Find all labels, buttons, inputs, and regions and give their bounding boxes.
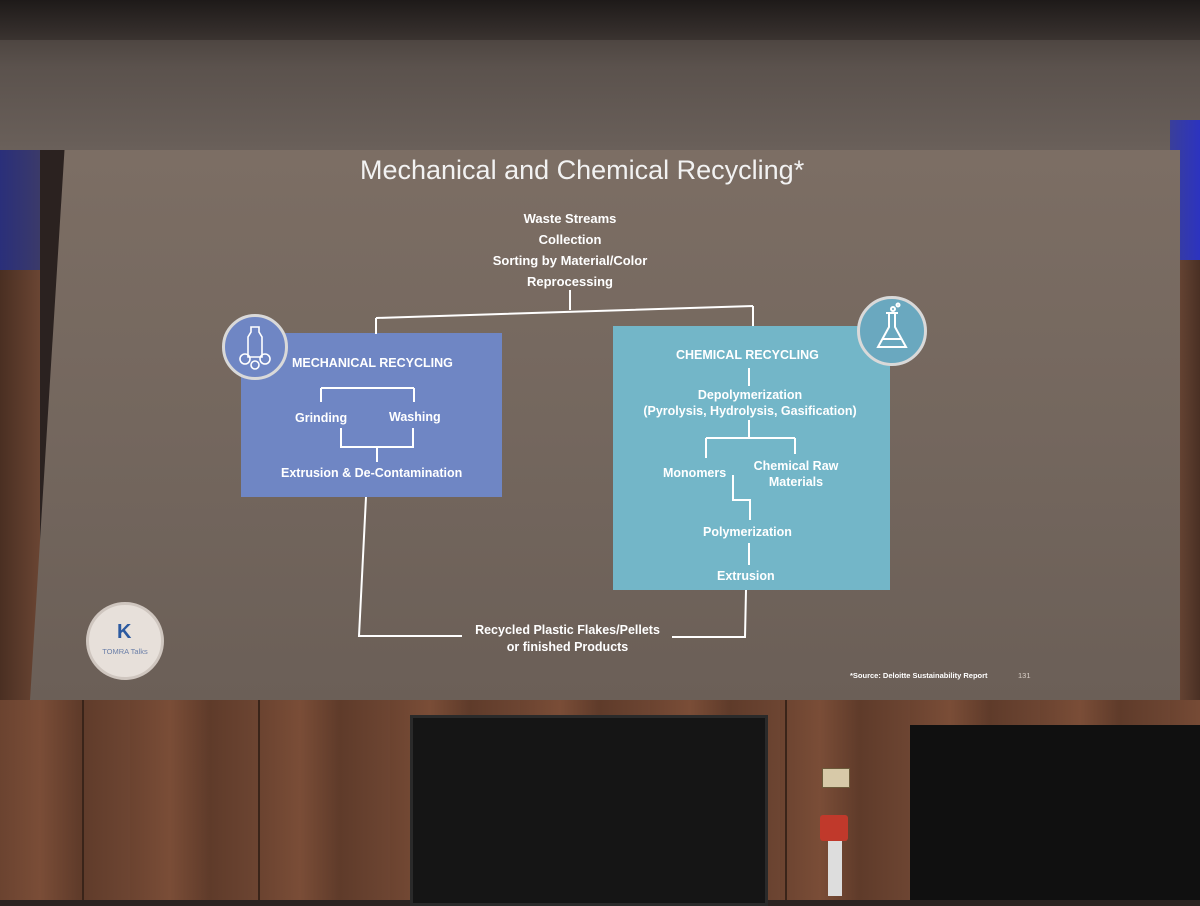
raw-materials-line2: Materials [768, 475, 824, 489]
chemical-step-depolymerization: Depolymerization (Pyrolysis, Hydrolysis,… [640, 388, 860, 418]
output-line2: or finished Products [506, 640, 629, 654]
chemical-heading: CHEMICAL RECYCLING [676, 348, 819, 362]
connector-chem-output [672, 589, 747, 638]
doorway [410, 715, 768, 906]
chemical-recycling-box [613, 326, 890, 590]
alarm-pipe [828, 841, 842, 896]
flask-icon [857, 296, 927, 366]
top-process-steps: Waste Streams Collection Sorting by Mate… [470, 208, 670, 292]
tomra-talks-logo: K TOMRA Talks [86, 602, 164, 680]
step-sorting: Sorting by Material/Color [492, 253, 648, 268]
fire-alarm [820, 815, 848, 841]
slide-title: Mechanical and Chemical Recycling* [360, 155, 805, 185]
output-line1: Recycled Plastic Flakes/Pellets [475, 623, 660, 637]
mechanical-step-grinding: Grinding [295, 411, 348, 425]
mechanical-step-extrusion: Extrusion & De-Contamination [281, 466, 463, 480]
recycled-output: Recycled Plastic Flakes/Pellets or finis… [455, 623, 680, 654]
step-waste-streams: Waste Streams [523, 211, 617, 226]
bottle-gears-icon [222, 314, 288, 380]
raw-materials-line1: Chemical Raw [753, 459, 839, 473]
chemical-step-extrusion: Extrusion [717, 569, 775, 583]
depolymerization-methods: (Pyrolysis, Hydrolysis, Gasification) [643, 404, 857, 418]
panel-seam [258, 700, 260, 900]
panel-seam [785, 700, 787, 900]
chemical-step-polymerization: Polymerization [703, 525, 792, 539]
blue-ambient-light-left [0, 150, 40, 270]
source-footnote: *Source: Deloitte Sustainability Report [850, 671, 988, 680]
chemical-branch-monomers: Monomers [663, 466, 727, 480]
wood-wall-left [0, 270, 40, 710]
ceiling-band [0, 0, 1200, 40]
doorway-right [910, 725, 1200, 900]
mechanical-heading: MECHANICAL RECYCLING [292, 356, 453, 370]
page-number: 131 [1018, 671, 1031, 680]
panel-seam [82, 700, 84, 900]
wall-sign [822, 768, 850, 788]
logo-mark: K [117, 621, 132, 643]
mechanical-step-washing: Washing [389, 410, 441, 424]
connector-mech-output [357, 496, 462, 637]
step-reprocessing: Reprocessing [527, 274, 613, 289]
projection-screen [30, 150, 1180, 700]
chemical-branch-raw-materials: Chemical Raw Materials [748, 459, 844, 489]
step-collection: Collection [538, 232, 602, 247]
depolymerization-label: Depolymerization [697, 388, 803, 402]
logo-text: TOMRA Talks [102, 647, 148, 656]
